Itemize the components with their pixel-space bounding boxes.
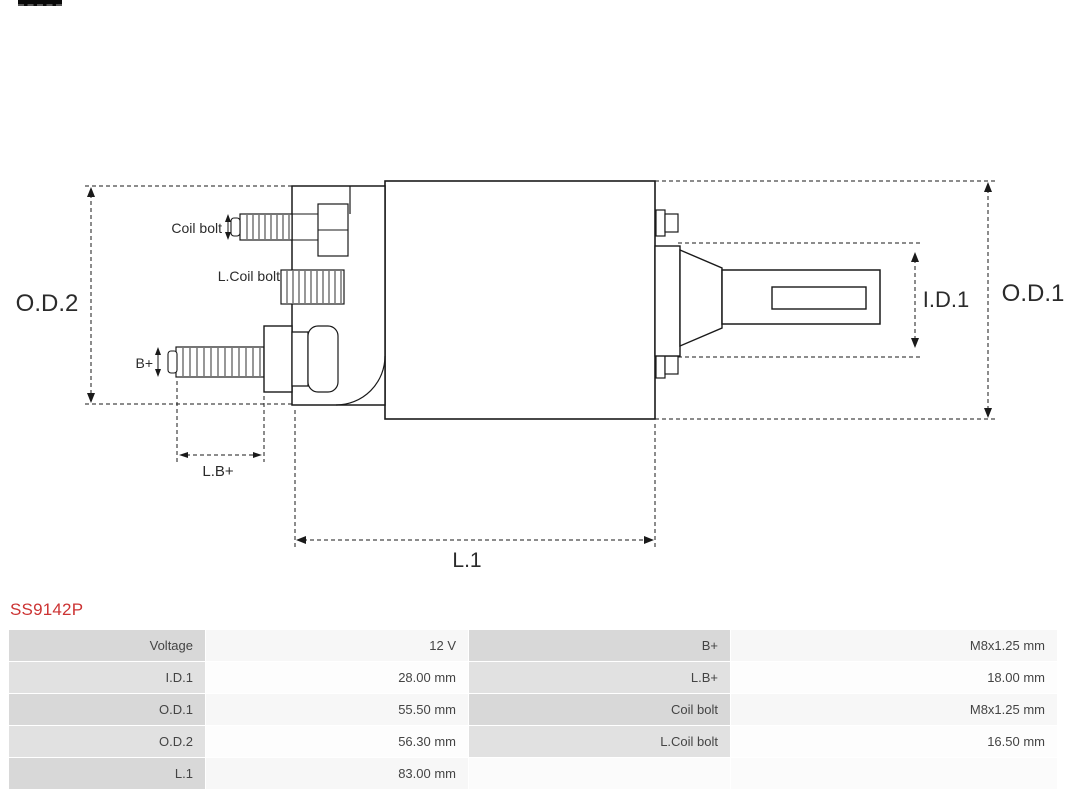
label-coil-bolt: Coil bolt [171, 220, 222, 236]
spec-value: M8x1.25 mm [730, 629, 1058, 662]
spec-table: Voltage 12 V B+ M8x1.25 mm I.D.1 28.00 m… [8, 629, 1058, 790]
spec-label: L.Coil bolt [468, 725, 731, 758]
spec-label: Voltage [8, 629, 206, 662]
label-l1: L.1 [452, 549, 481, 572]
spec-value: 18.00 mm [730, 661, 1058, 694]
spec-label: B+ [468, 629, 731, 662]
plunger [654, 245, 881, 357]
spec-row: O.D.2 56.30 mm L.Coil bolt 16.50 mm [8, 725, 1058, 758]
spec-label: L.B+ [468, 661, 731, 694]
spec-row: O.D.1 55.50 mm Coil bolt M8x1.25 mm [8, 693, 1058, 726]
spec-value: 12 V [205, 629, 469, 662]
spec-label: O.D.1 [8, 693, 206, 726]
spec-value: 28.00 mm [205, 661, 469, 694]
spec-value: 55.50 mm [205, 693, 469, 726]
mounting-ears [655, 209, 679, 379]
spec-row: L.1 83.00 mm [8, 757, 1058, 790]
spec-label-empty [468, 757, 731, 790]
label-b-plus: B+ [135, 355, 153, 371]
label-od1: O.D.1 [1002, 280, 1065, 307]
solenoid-diagram: O.D.2 O.D.1 I.D.1 L.1 Coil bolt L.Coil b… [16, 180, 1065, 572]
coil-bolt-stud [230, 213, 293, 241]
label-od2: O.D.2 [16, 290, 79, 317]
spec-row: Voltage 12 V B+ M8x1.25 mm [8, 629, 1058, 662]
spec-row: I.D.1 28.00 mm L.B+ 18.00 mm [8, 661, 1058, 694]
dimension-arrowheads [87, 182, 992, 544]
spec-value: 83.00 mm [205, 757, 469, 790]
technical-drawing: O.D.2 O.D.1 I.D.1 L.1 Coil bolt L.Coil b… [16, 180, 1065, 572]
coil-thread-block [280, 269, 345, 305]
spec-value: 56.30 mm [205, 725, 469, 758]
corner-mark [18, 0, 62, 6]
label-id1: I.D.1 [923, 287, 969, 312]
spec-label: Coil bolt [468, 693, 731, 726]
part-number: SS9142P [10, 600, 84, 619]
spec-value: M8x1.25 mm [730, 693, 1058, 726]
label-l-coil-bolt: L.Coil bolt [218, 268, 280, 284]
part-outline [167, 180, 881, 420]
spec-label: O.D.2 [8, 725, 206, 758]
label-l-b-plus: L.B+ [202, 463, 234, 480]
spec-label: I.D.1 [8, 661, 206, 694]
b-plus-stud [167, 325, 339, 393]
solenoid-body [384, 180, 656, 420]
spec-value: 16.50 mm [730, 725, 1058, 758]
spec-value-empty [730, 757, 1058, 790]
spec-label: L.1 [8, 757, 206, 790]
dimension-labels: O.D.2 O.D.1 I.D.1 L.1 Coil bolt L.Coil b… [16, 220, 1065, 572]
dimension-lines [85, 180, 996, 548]
